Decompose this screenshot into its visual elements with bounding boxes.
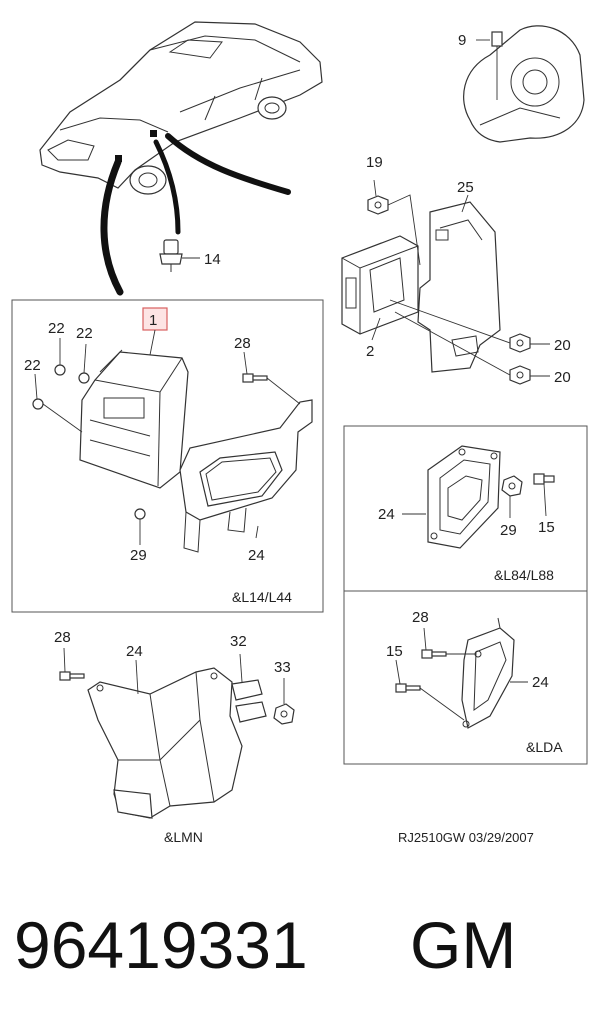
callout-9: 9 [458, 32, 466, 49]
callout-20-upper: 20 [554, 337, 571, 354]
variant-label-lda: &LDA [526, 739, 563, 755]
callout-22-b: 22 [76, 325, 93, 342]
variant-label-lmn: &LMN [164, 829, 203, 845]
callout-32: 32 [230, 633, 247, 650]
brand-label: GM [410, 908, 516, 982]
callout-22-c: 22 [24, 357, 41, 374]
sensor-part-14 [159, 239, 200, 272]
fasteners-lmn [59, 647, 295, 725]
callout-24-c: 24 [126, 643, 143, 660]
drawing-code: RJ2510GW 03/29/2007 [398, 830, 534, 845]
variant-label-l14-l44: &L14/L44 [232, 589, 292, 605]
car-leader-left [100, 158, 124, 296]
callout-24-a: 24 [248, 547, 265, 564]
callout-29-b: 29 [500, 522, 517, 539]
callout-14: 14 [204, 251, 221, 268]
callout-20-lower: 20 [554, 369, 571, 386]
callout-28-b: 28 [54, 629, 71, 646]
fasteners-lda [395, 627, 528, 721]
bracket-part-24-l84 [427, 445, 501, 549]
variant-box-l14-l44 [11, 299, 324, 613]
transmission-housing [463, 25, 585, 143]
callout-25: 25 [457, 179, 474, 196]
callout-15-a: 15 [538, 519, 555, 536]
callout-15-b: 15 [386, 643, 403, 660]
bracket-part-24-lmn [87, 667, 243, 819]
callout-24-d: 24 [532, 674, 549, 691]
bracket-part-24-l14 [179, 399, 313, 553]
callout-22-a: 22 [48, 320, 65, 337]
fasteners-l14 [32, 338, 301, 545]
variant-label-l84-l88: &L84/L88 [494, 567, 554, 583]
callout-24-b: 24 [378, 506, 395, 523]
car-illustration [39, 21, 323, 195]
variant-box-lda [343, 590, 588, 765]
callout-29-a: 29 [130, 547, 147, 564]
part-number: 96419331 [14, 908, 308, 982]
callout-28-c: 28 [412, 609, 429, 626]
ecu-module-part-1 [79, 329, 189, 489]
car-leader-right [165, 133, 291, 195]
module-assembly-top-right [341, 179, 550, 385]
bracket-part-24-lda [461, 617, 515, 729]
callout-2: 2 [366, 343, 374, 360]
callout-1: 1 [149, 312, 157, 329]
fasteners-l84 [402, 473, 555, 518]
car-leader-mid [153, 139, 181, 235]
callout-19: 19 [366, 154, 383, 171]
callout-33: 33 [274, 659, 291, 676]
callout-28-a: 28 [234, 335, 251, 352]
